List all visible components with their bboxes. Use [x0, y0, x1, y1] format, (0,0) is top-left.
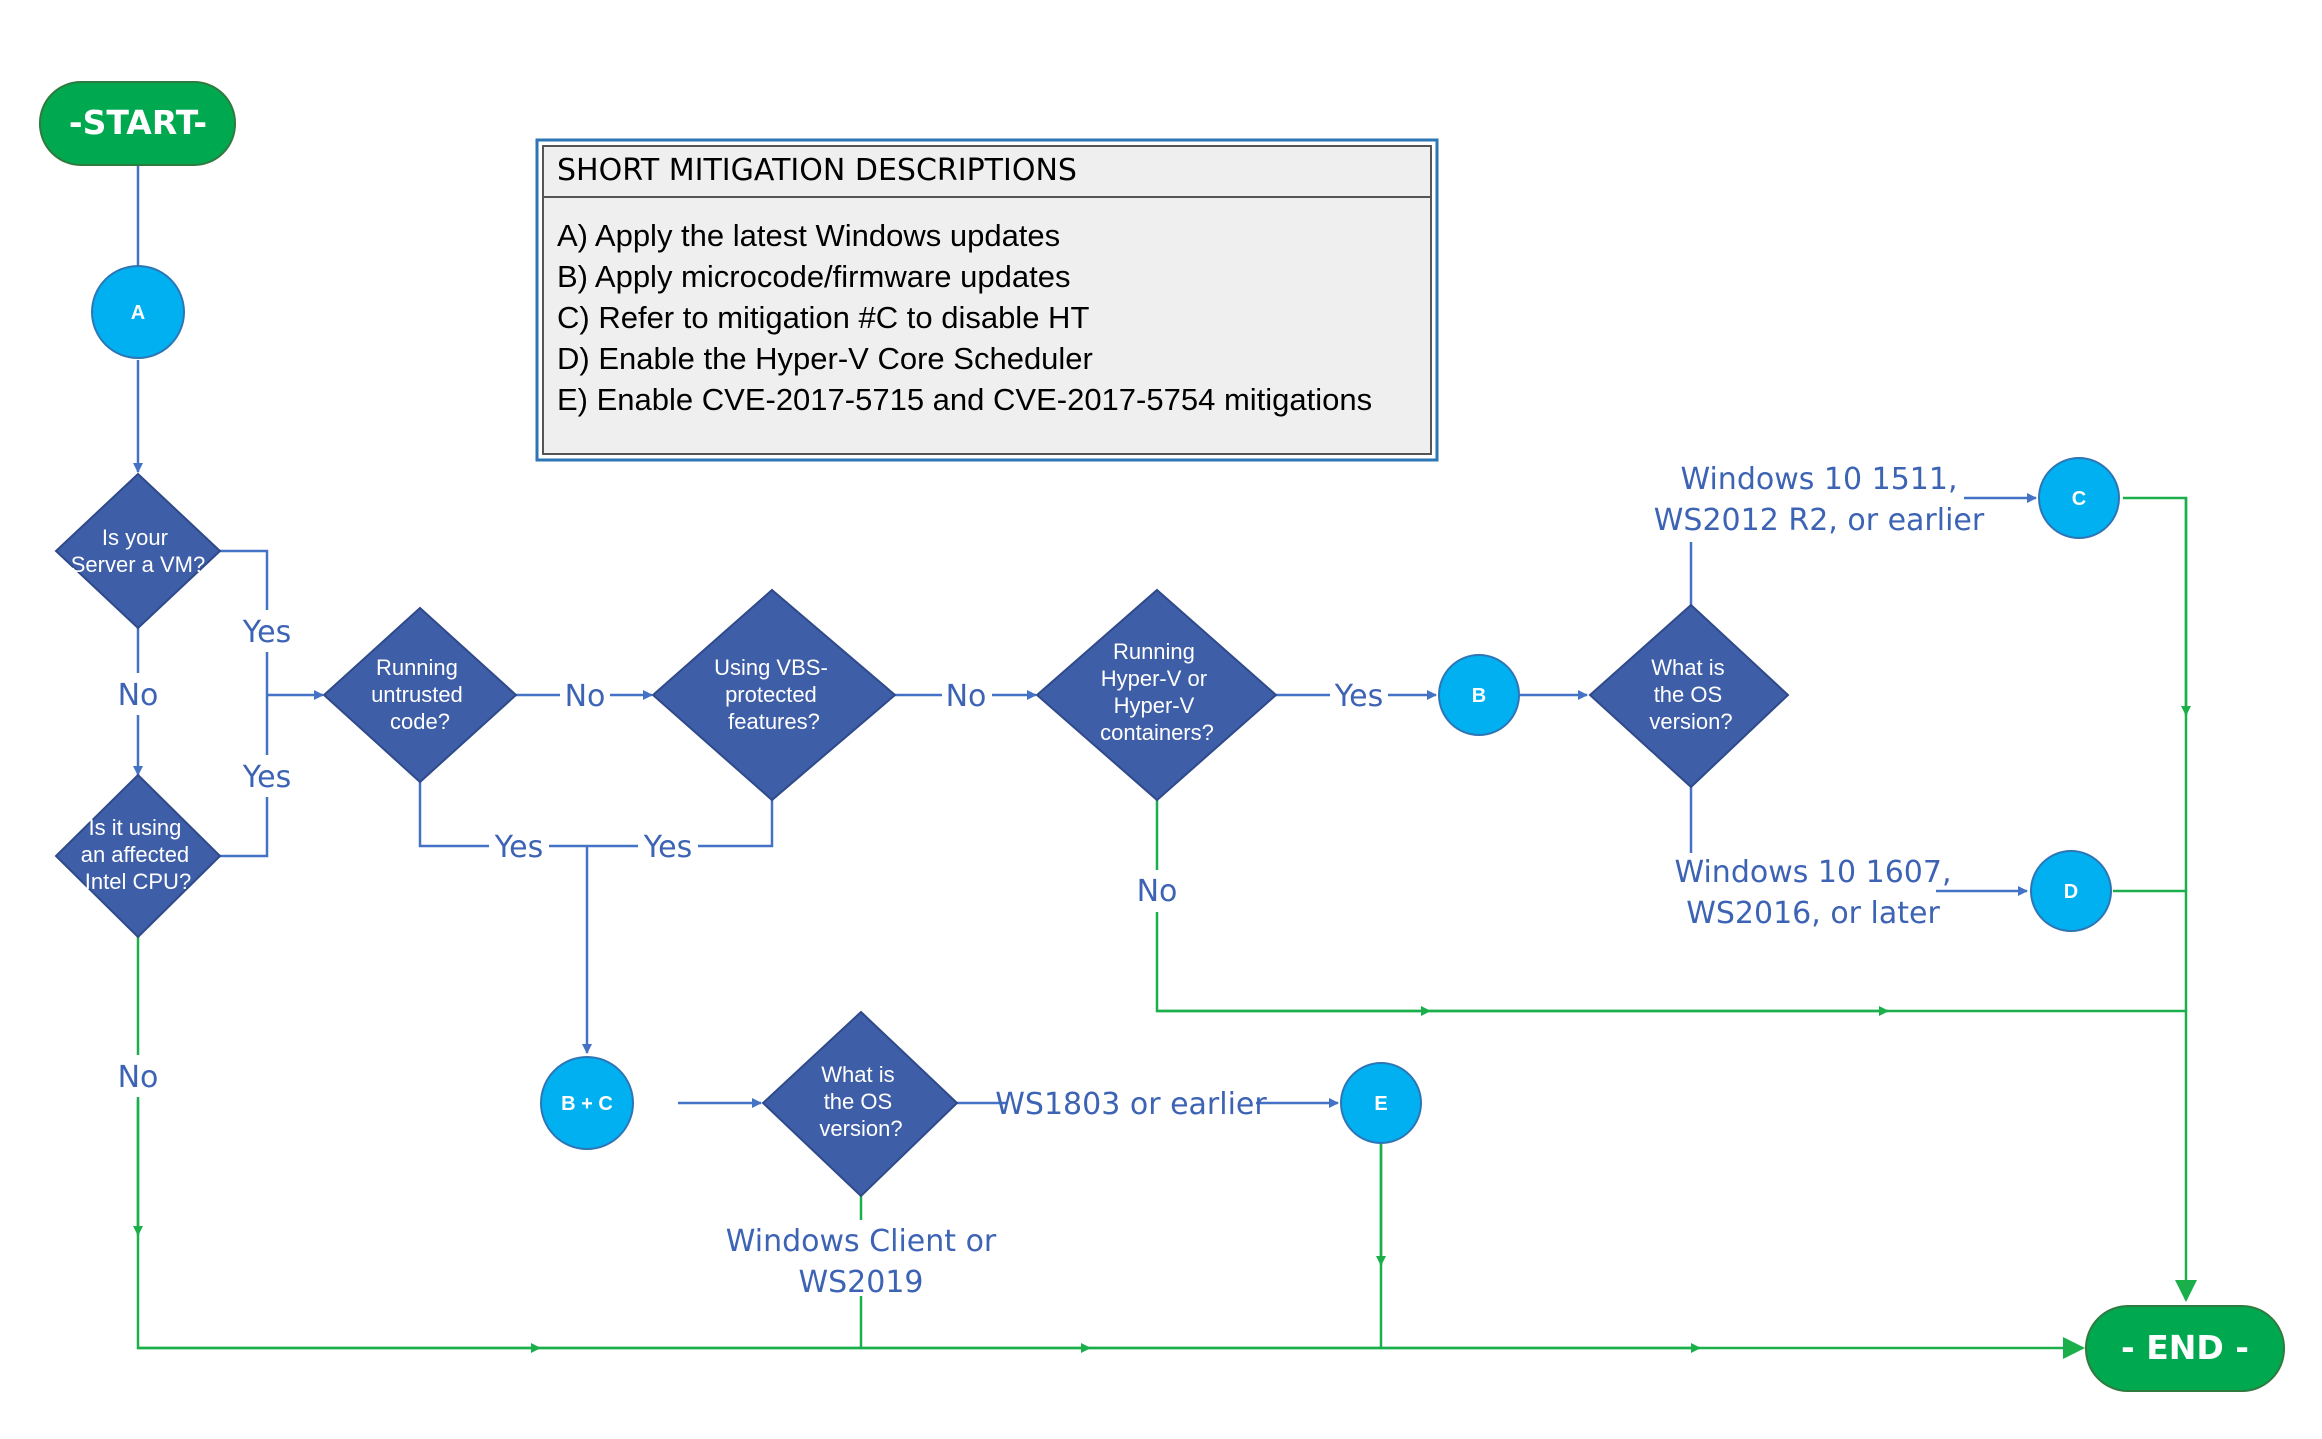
edge-cpu-no-to-end: [136, 937, 2085, 1359]
decision-intel-cpu-line2: an affected: [81, 842, 189, 867]
edge-hyperv-no: [1155, 800, 2186, 1013]
decision-intel-cpu-line3: Intel CPU?: [85, 869, 191, 894]
decision-os-lower-line3: version?: [819, 1116, 902, 1141]
edge-label-ws2019-line1: Windows Client or: [726, 1224, 997, 1259]
decision-os-lower-line1: What is: [821, 1062, 894, 1087]
decision-server-vm-line1: Is your: [102, 525, 168, 550]
edge-labels: Yes Yes No No No No Yes Yes Yes No WS180…: [110, 462, 1985, 1300]
connector-bc: B + C: [540, 1056, 634, 1150]
edge-vm-cpu-yes-bus: [220, 549, 269, 858]
decision-vbs-line3: features?: [728, 709, 820, 734]
decision-os-lower: What is the OS version?: [761, 1010, 959, 1198]
edge-label-vbs-yes: Yes: [643, 830, 692, 865]
decision-hyperv-line2: Hyper-V or: [1101, 666, 1207, 691]
mitigation-title: SHORT MITIGATION DESCRIPTIONS: [557, 153, 1077, 188]
decision-os-upper: What is the OS version?: [1588, 603, 1790, 789]
connector-e-label: E: [1374, 1093, 1387, 1115]
decision-server-vm: Is your Server a VM?: [54, 472, 222, 630]
edge-label-win-new-line2: WS2016, or later: [1686, 896, 1940, 931]
decision-hyperv: Running Hyper-V or Hyper-V containers?: [1035, 588, 1278, 802]
end-label: - END -: [2121, 1328, 2249, 1367]
decision-os-upper-line2: the OS: [1654, 682, 1722, 707]
edge-c-to-end: [2123, 496, 2197, 1302]
mitigation-item-e: E) Enable CVE-2017-5715 and CVE-2017-575…: [557, 382, 1372, 417]
mitigation-item-c: C) Refer to mitigation #C to disable HT: [557, 300, 1089, 335]
edge-label-hyperv-yes: Yes: [1334, 679, 1383, 714]
edge-label-untrusted-no: No: [565, 679, 606, 714]
svg-text:Running Hyper-V or: Running Hyper-V or Hyper-V containers?: [1100, 639, 1214, 745]
edge-label-vbs-no: No: [946, 679, 987, 714]
connector-e: E: [1340, 1062, 1422, 1144]
decision-server-vm-line2: Server a VM?: [71, 552, 206, 577]
decision-untrusted-line2: untrusted: [371, 682, 463, 707]
svg-text:Is your Server a VM?: Is your Server a VM?: [71, 525, 206, 577]
edge-label-cpu-no: No: [118, 1060, 159, 1095]
edge-label-untrusted-yes: Yes: [494, 830, 543, 865]
decision-os-upper-line1: What is: [1651, 655, 1724, 680]
mitigation-legend: SHORT MITIGATION DESCRIPTIONS A) Apply t…: [535, 138, 1439, 462]
mitigation-item-b: B) Apply microcode/firmware updates: [557, 259, 1070, 294]
connector-c: C: [2038, 457, 2120, 539]
svg-text:What is the OS ver: What is the OS version?: [819, 1062, 902, 1141]
decision-untrusted-line3: code?: [390, 709, 450, 734]
decision-os-lower-line2: the OS: [824, 1089, 892, 1114]
svg-text:What is the OS ver: What is the OS version?: [1649, 655, 1732, 734]
edge-label-ws2019-line2: WS2019: [798, 1265, 923, 1300]
decision-hyperv-line3: Hyper-V: [1114, 693, 1195, 718]
svg-text:Running untrusted: Running untrusted code?: [371, 655, 469, 734]
start-label: -START-: [69, 103, 207, 142]
edge-yes-bus: [418, 782, 774, 848]
edge-label-win-old-line1: Windows 10 1511,: [1680, 462, 1957, 497]
end-terminal: - END -: [2085, 1305, 2285, 1392]
svg-text:Is it using an affected: Is it using an affected Intel CPU?: [81, 815, 196, 894]
edge-label-vm-no: No: [118, 678, 159, 713]
edge-label-hyperv-no: No: [1137, 874, 1178, 909]
decision-vbs-line1: Using VBS-: [714, 655, 828, 680]
decision-intel-cpu-line1: Is it using: [88, 815, 181, 840]
connector-c-label: C: [2072, 488, 2086, 510]
svg-text:Using VBS- protected: Using VBS- protected features?: [714, 655, 834, 734]
connector-b-label: B: [1472, 685, 1486, 707]
decision-vbs-line2: protected: [725, 682, 817, 707]
connector-a: A: [91, 265, 185, 359]
edge-label-win-old-line2: WS2012 R2, or earlier: [1654, 503, 1985, 538]
decision-hyperv-line1: Running: [1113, 639, 1195, 664]
connector-b: B: [1438, 654, 1520, 736]
decision-untrusted-code: Running untrusted code?: [322, 606, 518, 784]
connector-a-label: A: [131, 302, 145, 324]
mitigation-item-a: A) Apply the latest Windows updates: [557, 218, 1060, 253]
mitigation-item-d: D) Enable the Hyper-V Core Scheduler: [557, 341, 1093, 376]
edge-label-vm-yes: Yes: [242, 615, 291, 650]
decision-hyperv-line4: containers?: [1100, 720, 1214, 745]
decision-os-upper-line3: version?: [1649, 709, 1732, 734]
decision-untrusted-line1: Running: [376, 655, 458, 680]
edge-label-win-new-line1: Windows 10 1607,: [1674, 855, 1951, 890]
start-terminal: -START-: [39, 81, 236, 166]
connector-bc-label: B + C: [561, 1093, 613, 1115]
decision-intel-cpu: Is it using an affected Intel CPU?: [54, 773, 222, 939]
edge-label-cpu-yes: Yes: [242, 760, 291, 795]
edge-label-ws1803: WS1803 or earlier: [995, 1087, 1267, 1122]
connector-d-label: D: [2064, 881, 2078, 903]
decision-vbs: Using VBS- protected features?: [651, 588, 897, 802]
connector-d: D: [2030, 850, 2112, 932]
